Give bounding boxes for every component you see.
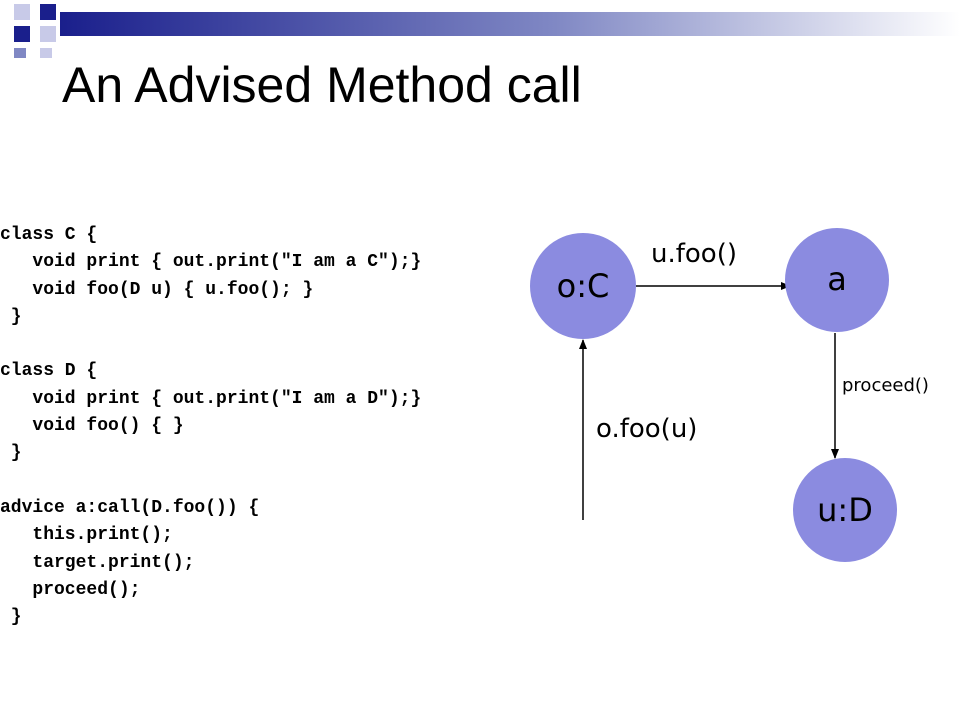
node-ud: u:D (793, 458, 897, 562)
node-oc-circle (530, 233, 636, 339)
code-line: target.print(); (0, 552, 195, 573)
code-line: class C { (0, 225, 98, 245)
code-line: void print { out.print("I am a C");} (0, 252, 422, 273)
edge-proceed-label: proceed() (842, 375, 929, 396)
code-line: proceed(); (0, 579, 141, 600)
code-block: class C { void print { out.print("I am a… (0, 222, 421, 631)
code-line: } (0, 607, 22, 628)
node-oc-label: o:C (557, 267, 610, 305)
banner-square (40, 48, 52, 58)
code-line: void print { out.print("I am a D");} (0, 388, 422, 409)
banner-square (14, 26, 30, 42)
banner-square (40, 4, 56, 20)
edge-ofoo-label: o.foo(u) (596, 414, 697, 444)
banner-square (40, 26, 56, 42)
page-title: An Advised Method call (62, 57, 582, 113)
code-line: class D { (0, 361, 98, 382)
code-line: void foo() { } (0, 416, 184, 437)
code-line: void foo(D u) { u.foo(); } (0, 279, 314, 300)
banner-gradient-bar (60, 12, 960, 36)
node-a-label: a (827, 260, 847, 298)
code-line: } (0, 443, 22, 464)
node-ud-circle (793, 458, 897, 562)
banner-square (14, 48, 26, 58)
node-a-circle (785, 228, 889, 332)
code-line: } (0, 306, 22, 327)
node-ud-label: u:D (817, 491, 873, 529)
code-line: this.print(); (0, 525, 173, 546)
banner-square (14, 4, 30, 20)
code-line: advice a:call(D.foo()) { (0, 497, 260, 518)
edge-ufoo-label: u.foo() (651, 239, 737, 269)
banner-graphic (14, 4, 960, 58)
node-a: a (785, 228, 889, 332)
node-oc: o:C (530, 233, 636, 339)
title-banner (0, 0, 960, 60)
